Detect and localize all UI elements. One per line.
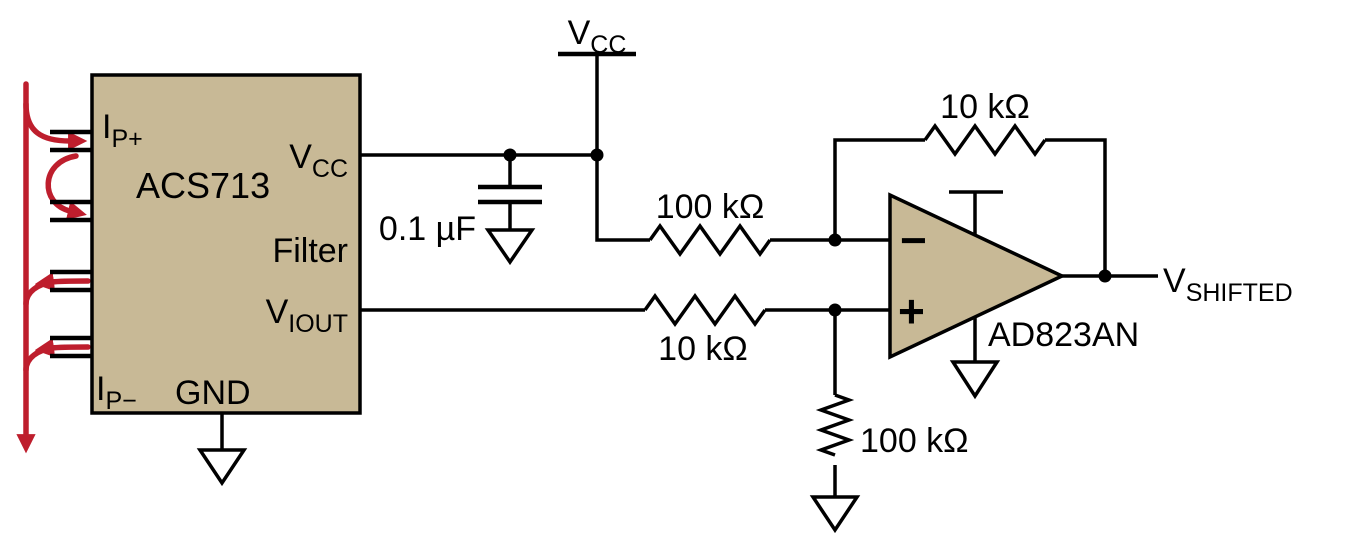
ic-pin-label-filter: Filter	[272, 232, 348, 270]
resistor-value-label: 10 kΩ	[940, 88, 1030, 126]
opamp-part-label: AD823AN	[988, 316, 1139, 354]
resistor-value-label: 10 kΩ	[658, 330, 748, 368]
resistor-zigzag	[815, 393, 855, 457]
resistor-zigzag	[648, 222, 772, 258]
junction-dot	[828, 303, 842, 317]
current-out-pin3-arrow	[34, 272, 91, 292]
capacitor-value-label: 0.1 µF	[379, 210, 476, 248]
resistor-zigzag	[643, 292, 767, 328]
ground-symbol-opamp	[949, 360, 1001, 400]
acs713-body	[90, 73, 362, 415]
acs713-ic: IP+ ACS713 VCC Filter VIOUT IP− GND	[50, 73, 362, 415]
junction-dot	[590, 148, 604, 162]
junction-dots	[503, 148, 1112, 317]
current-out-pin4-arrow	[34, 338, 91, 358]
opamp: − + AD823AN	[888, 190, 1139, 362]
ic-pin-label-vcc: VCC	[289, 138, 348, 183]
wire-feedback-left	[833, 138, 925, 240]
pin3-lead	[50, 269, 92, 293]
resistor-noninverting-to-gnd: 100 kΩ	[815, 393, 969, 460]
opamp-noninverting-sign: +	[898, 285, 925, 337]
opamp-power-stub	[949, 190, 1003, 235]
ground-symbol-ic	[196, 448, 248, 487]
resistor-feedback: 10 kΩ	[923, 88, 1047, 158]
wire-feedback-right	[1045, 138, 1107, 276]
junction-dot	[503, 148, 517, 162]
ground-symbols	[196, 228, 1001, 534]
resistor-value-label: 100 kΩ	[656, 188, 765, 226]
output-label-vshifted: VSHIFTED	[1163, 262, 1293, 307]
resistor-zigzag	[923, 122, 1047, 158]
ic-name-label: ACS713	[136, 165, 270, 206]
ground-symbol-r100k	[809, 495, 861, 534]
bypass-capacitor: 0.1 µF	[379, 184, 542, 248]
ic-pin-label-gnd: GND	[175, 374, 251, 412]
capacitor-plates	[478, 184, 542, 205]
current-into-pin1-arrow	[23, 101, 88, 151]
pin1-lead	[50, 129, 92, 153]
current-loop-into-pin2-arrow	[45, 153, 87, 220]
current-flow-path	[16, 81, 91, 454]
resistor-value-label: 100 kΩ	[860, 422, 969, 460]
pin2-lead	[50, 199, 92, 223]
junction-dot	[828, 233, 842, 247]
resistor-viout-to-noninverting: 10 kΩ	[643, 292, 767, 368]
ic-pin-leads	[50, 129, 92, 359]
opamp-triangle	[888, 192, 1067, 360]
current-out-pin3-return	[23, 279, 55, 307]
current-out-pin4-return	[23, 345, 55, 373]
opamp-inverting-sign: −	[900, 214, 927, 266]
ground-symbol-cap	[484, 228, 536, 266]
ic-pin-label-ip-minus: IP−	[96, 370, 137, 415]
ic-pin-label-viout: VIOUT	[266, 293, 348, 338]
junction-dot	[1098, 269, 1112, 283]
pin4-lead	[50, 335, 92, 359]
vcc-supply-symbol: VCC	[558, 14, 636, 59]
ic-pin-label-ip-plus: IP+	[102, 108, 143, 153]
resistor-vcc-to-inverting: 100 kΩ	[648, 188, 772, 258]
vcc-supply-label: VCC	[568, 14, 627, 59]
wire-vcc-node-to-r100k	[595, 155, 650, 242]
